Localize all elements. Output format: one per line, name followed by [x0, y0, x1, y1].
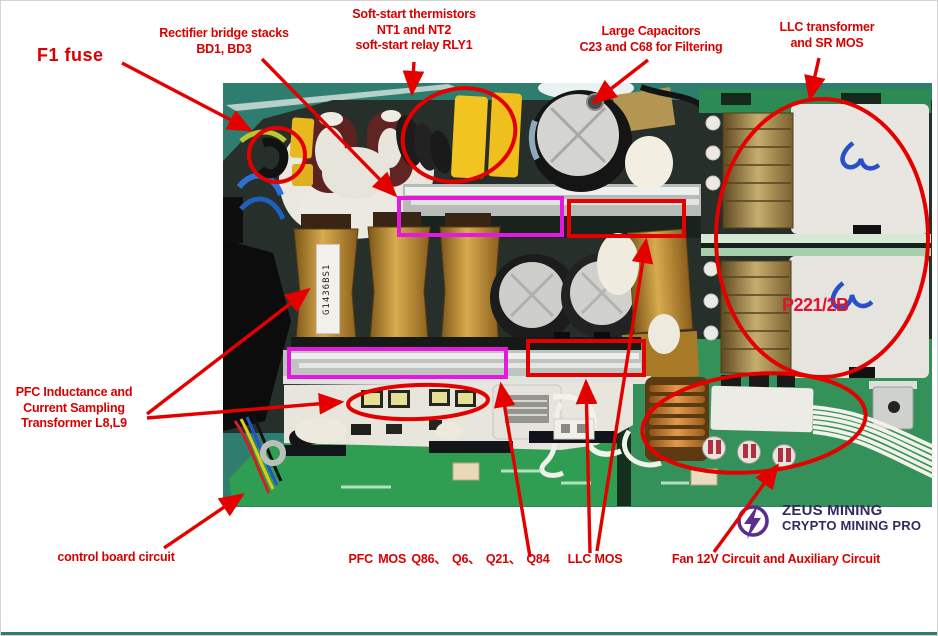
film-capacitor — [451, 95, 488, 179]
label-line: Large Capacitors — [601, 24, 701, 38]
arrow-llc-mos-2 — [595, 237, 654, 552]
aux-heatsink — [710, 385, 814, 433]
control-board-components — [233, 414, 718, 494]
label-large-capacitors: Large Capacitors C23 and C68 for Filteri… — [557, 24, 745, 55]
secondary-capacitors — [490, 136, 700, 380]
light-streak — [226, 84, 458, 111]
secondary-heatsink — [283, 332, 651, 384]
zeus-mining-logo-icon — [737, 504, 769, 539]
annotation-arrows — [121, 57, 826, 558]
label-line: and SR MOS — [790, 35, 864, 50]
arrow-llc-transformer — [804, 57, 826, 102]
red-box-llc-mos-upper — [567, 199, 686, 238]
ribbon-cable — [812, 405, 935, 479]
arrow-pfc-inductance-2 — [146, 392, 345, 420]
ring-terminal — [260, 440, 286, 466]
wire-shadow — [223, 239, 291, 431]
arrow-large-capacitors — [591, 58, 650, 105]
magenta-box-pfc-mos-heatsink — [287, 347, 508, 379]
label-line: C23 and C68 for Filtering — [579, 39, 723, 54]
ribbon-wires — [233, 420, 271, 494]
magenta-box-rectifier-heatsink — [397, 196, 564, 237]
circle-f1-fuse — [247, 126, 307, 184]
pin-header — [429, 441, 513, 453]
board-marking-p221: P221/2B — [782, 295, 849, 315]
transformer-cover — [789, 256, 929, 378]
llc-transformer-assembly — [699, 89, 931, 378]
film-capacitor — [289, 117, 315, 159]
label-line: Rectifier bridge stacks — [159, 26, 289, 40]
label-llc-transformer: LLC transformer and SR MOS — [752, 20, 902, 51]
fan-aux-circuit — [645, 373, 935, 479]
logo-subtitle: CRYPTO MINING PRO — [782, 518, 922, 533]
current-sampling-transformers — [361, 389, 476, 408]
marker-pen-scribble — [840, 141, 881, 171]
arrow-control-board — [163, 493, 245, 550]
zeus-mining-logo: ZEUS MINING CRYPTO MINING PRO — [782, 502, 921, 533]
label-line: soft-start relay RLY1 — [355, 38, 473, 52]
label-fan-12v: Fan 12V Circuit and Auxiliary Circuit — [671, 552, 881, 566]
label-line: BD1, BD3 — [196, 41, 252, 56]
label-control-board: control board circuit — [57, 550, 175, 564]
transformer-cover — [791, 104, 929, 234]
pin-header — [284, 445, 346, 456]
glue-blob — [625, 136, 673, 190]
pfc-inductor-section — [293, 212, 501, 366]
label-line: NT1 and NT2 — [376, 22, 452, 37]
cardboard-insulator — [612, 87, 676, 133]
beige-connector — [452, 462, 480, 481]
circle-soft-start — [400, 86, 518, 184]
glue-blob — [295, 418, 347, 444]
label-line: Current Sampling — [23, 400, 125, 415]
arrow-f1-fuse — [121, 61, 254, 132]
arrow-pfc-mos — [493, 381, 532, 558]
fuse-body — [257, 137, 289, 179]
label-rectifier-bridge: Rectifier bridge stacks BD1, BD3 — [138, 26, 310, 57]
lightning-bolt-icon — [744, 504, 761, 539]
arrow-llc-mos-1 — [575, 378, 598, 554]
highlight-boxes — [287, 196, 686, 379]
bulk-capacitor-section — [528, 84, 710, 192]
small-capacitors — [702, 436, 796, 468]
arrow-fan-circuit — [712, 463, 780, 554]
arrow-pfc-inductance-1 — [145, 287, 311, 416]
label-line: Soft-start thermistors — [352, 7, 476, 21]
label-line: Transformer L8,L9 — [21, 416, 127, 430]
label-f1-fuse: F1 fuse — [37, 45, 104, 65]
transformer-core — [722, 112, 794, 229]
logo-name: ZEUS MINING — [782, 502, 883, 519]
blue-wire — [239, 196, 286, 221]
glue-blob — [597, 233, 639, 295]
red-box-llc-mos-lower — [526, 339, 646, 377]
marker-pen-scribble — [830, 281, 874, 310]
label-line: PFC Inductance and — [15, 385, 133, 399]
label-pfc-mos: PFC MOS Q86、 Q6、 Q21、 Q84 — [348, 552, 550, 566]
thermistor — [430, 130, 452, 174]
bottom-edge-strip — [1, 632, 937, 635]
label-soft-start: Soft-start thermistors NT1 and NT2 soft-… — [330, 7, 498, 54]
label-llc-mos: LLC MOS — [567, 552, 623, 566]
circle-sampling-transformers — [346, 382, 490, 422]
label-pfc-inductance: PFC Inductance and Current Sampling Tran… — [1, 385, 147, 432]
arrow-soft-start — [402, 61, 425, 97]
glue-blob — [648, 314, 680, 354]
arrow-rectifier-bridge — [260, 57, 398, 198]
label-line: LLC transformer — [779, 20, 875, 34]
inductor-serial-label: G1436BS1 — [316, 244, 340, 334]
